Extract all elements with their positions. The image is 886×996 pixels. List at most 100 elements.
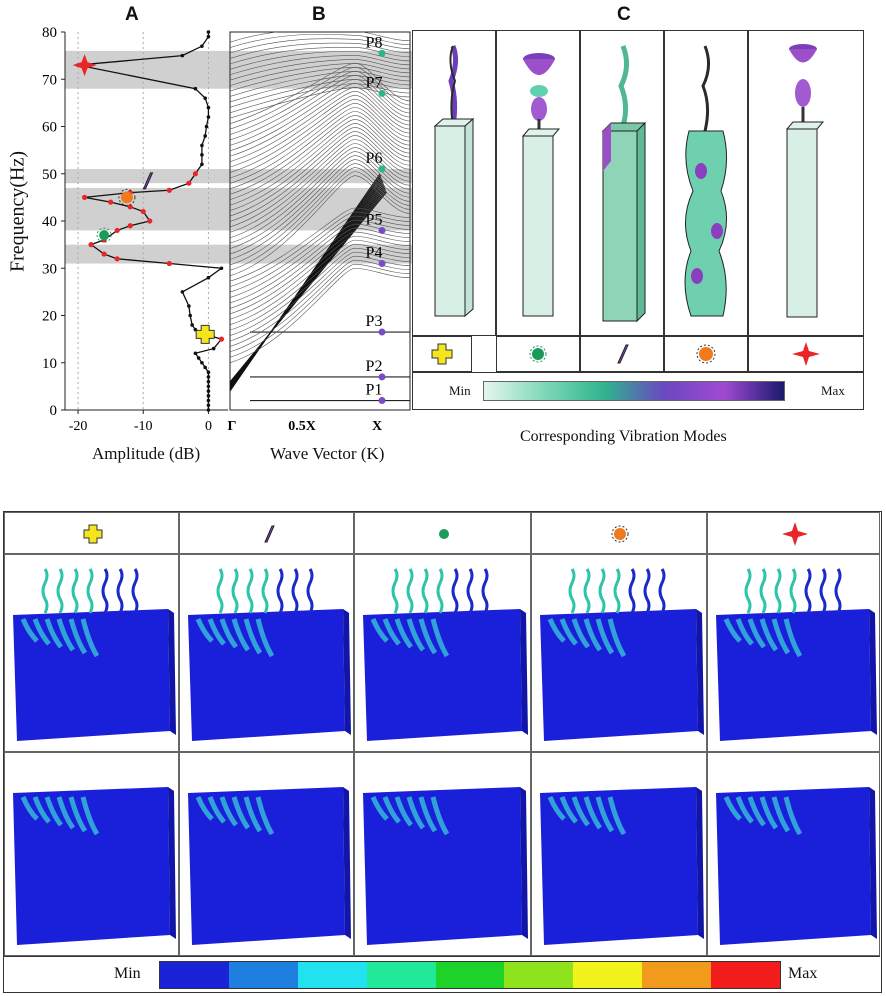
green-burst-path bbox=[438, 529, 449, 539]
wave-5 bbox=[255, 796, 275, 836]
amplitude-point-22 bbox=[219, 266, 224, 271]
dispersion-curves bbox=[230, 32, 411, 402]
pillar-0 bbox=[216, 568, 224, 614]
fan-curve-10 bbox=[230, 227, 411, 309]
mode-5-render bbox=[785, 44, 825, 318]
bottom-colorbar-min: Min bbox=[114, 965, 141, 982]
wave-5 bbox=[430, 618, 450, 658]
mode-cell-3 bbox=[580, 30, 664, 336]
pillar-5 bbox=[643, 568, 651, 614]
panel-a-ytick-40: 40 bbox=[42, 214, 57, 230]
amplitude-point-8 bbox=[206, 370, 211, 375]
fan-curve-38 bbox=[230, 86, 411, 157]
panel-a-ytick-10: 10 bbox=[42, 356, 57, 372]
purple-diamond-marker-icon bbox=[263, 525, 275, 543]
band-point-p1 bbox=[378, 397, 386, 405]
amplitude-point-5 bbox=[206, 384, 211, 389]
panel-c-colorbar bbox=[483, 381, 785, 401]
pillar-4 bbox=[101, 568, 109, 614]
amplitude-point-44 bbox=[206, 115, 211, 119]
wave-0 bbox=[370, 796, 389, 821]
pillar-3 bbox=[86, 568, 94, 614]
sim-render-r1-c5 bbox=[716, 568, 877, 741]
wave-3 bbox=[759, 796, 779, 830]
wave-0 bbox=[723, 796, 742, 821]
slab-side bbox=[696, 609, 704, 735]
fan-curve-36 bbox=[230, 95, 411, 168]
fan-curve-49 bbox=[230, 71, 411, 97]
red-star-marker-icon bbox=[781, 522, 808, 546]
amplitude-point-43 bbox=[204, 124, 209, 129]
slab-side bbox=[869, 609, 877, 735]
band-point-p7 bbox=[378, 89, 386, 97]
panel-a-ytick-0: 0 bbox=[50, 403, 58, 419]
panel-c: Min Max bbox=[412, 30, 864, 410]
amplitude-point-30 bbox=[147, 218, 153, 224]
slab bbox=[716, 609, 871, 741]
pillar-1 bbox=[231, 568, 239, 614]
pillar-0 bbox=[391, 568, 399, 614]
sim-render-r2-c2 bbox=[188, 787, 351, 945]
panel-c-caption: Corresponding Vibration Modes bbox=[520, 428, 727, 445]
panel-c-colorbar-frame: Min Max bbox=[412, 372, 864, 410]
amplitude-point-47 bbox=[193, 86, 198, 91]
fan-curve-41 bbox=[230, 74, 411, 141]
wave-2 bbox=[394, 796, 413, 827]
band-point-p5 bbox=[378, 226, 386, 234]
wave-5 bbox=[80, 618, 100, 658]
red-star-marker-icon bbox=[72, 54, 97, 77]
fan-curve-20 bbox=[230, 159, 411, 255]
wave-5 bbox=[607, 618, 627, 658]
fan-curve-1 bbox=[230, 263, 411, 358]
panel-b-xtick-2: X bbox=[372, 419, 382, 434]
bottom-colorbar-max: Max bbox=[788, 965, 818, 982]
mode-3-render bbox=[601, 45, 647, 323]
amplitude-point-50 bbox=[200, 44, 204, 48]
panel-b-xtick-0: Γ bbox=[228, 419, 237, 434]
wave-1 bbox=[559, 618, 578, 646]
amplitude-point-19 bbox=[187, 304, 191, 308]
amplitude-point-52 bbox=[206, 30, 211, 34]
slab bbox=[540, 787, 698, 945]
wave-3 bbox=[759, 618, 779, 652]
amplitude-point-4 bbox=[206, 389, 211, 393]
amplitude-point-2 bbox=[206, 398, 211, 403]
slab-side bbox=[520, 787, 528, 939]
bottom-marker-cell-1 bbox=[4, 512, 179, 554]
wave-3 bbox=[583, 796, 603, 830]
band-2 bbox=[65, 169, 412, 184]
fan-curve-21 bbox=[230, 155, 411, 249]
panel-a-xtick--10: -10 bbox=[134, 419, 153, 434]
amplitude-point-12 bbox=[193, 351, 198, 356]
red-star-marker-icon bbox=[792, 342, 820, 366]
pillar-1 bbox=[56, 568, 64, 614]
amplitude-point-10 bbox=[200, 360, 204, 365]
bottom-marker-cell-2 bbox=[179, 512, 354, 554]
fan-curve-18 bbox=[230, 167, 411, 266]
slab bbox=[188, 609, 345, 741]
amplitude-point-3 bbox=[206, 394, 211, 398]
fan-curve-0 bbox=[230, 267, 411, 364]
panel-a-xlabel: Amplitude (dB) bbox=[92, 444, 201, 463]
amplitude-point-18 bbox=[188, 313, 192, 318]
mode-cell-1 bbox=[412, 30, 496, 336]
panel-a-ytick-30: 30 bbox=[42, 261, 57, 277]
wave-4 bbox=[243, 618, 263, 655]
amplitude-point-37 bbox=[186, 180, 192, 186]
fan-curve-22 bbox=[230, 151, 411, 244]
sim-cell-r1-c4 bbox=[531, 554, 707, 752]
slab bbox=[363, 609, 522, 741]
bottom-colorbar-segment-8 bbox=[711, 962, 781, 988]
bottom-marker-cell-5 bbox=[707, 512, 880, 554]
band-point-p4 bbox=[378, 260, 386, 268]
wave-2 bbox=[571, 796, 590, 827]
wave-4 bbox=[68, 796, 88, 833]
wave-1 bbox=[32, 618, 51, 646]
pillar-2 bbox=[246, 568, 254, 614]
wave-2 bbox=[219, 796, 238, 827]
sim-render-r1-c1 bbox=[13, 568, 176, 741]
bottom-colorbar-segment-5 bbox=[504, 962, 574, 988]
orange-burst-marker-shape bbox=[611, 525, 629, 543]
fan-curve-16 bbox=[230, 175, 411, 277]
